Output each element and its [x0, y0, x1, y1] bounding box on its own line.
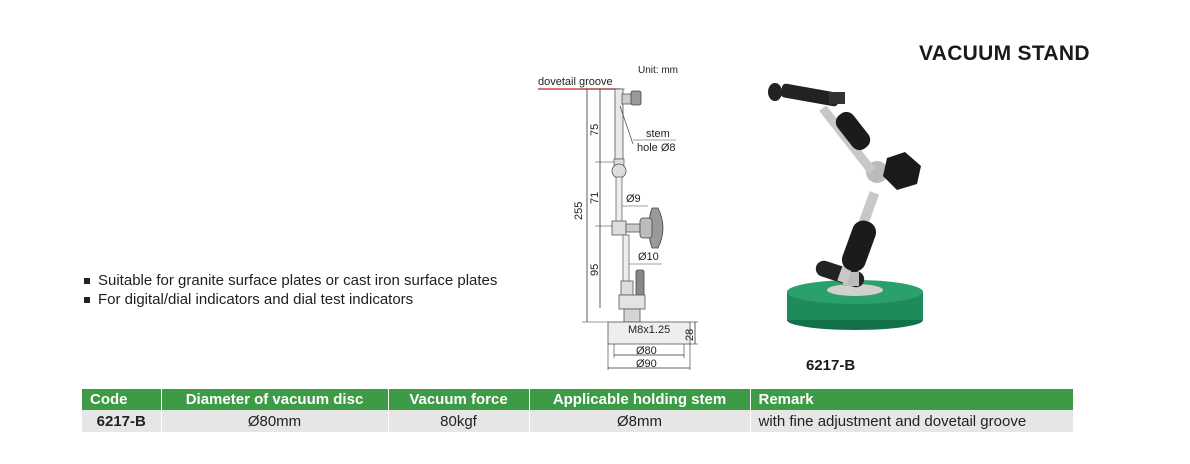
cell-stem: Ø8mm	[529, 410, 751, 432]
clamp-screw	[625, 223, 641, 233]
cell-code: 6217-B	[82, 410, 162, 432]
feature-list: Suitable for granite surface plates or c…	[82, 271, 497, 309]
dim-75: 75	[589, 124, 601, 136]
cell-diameter: Ø80mm	[161, 410, 389, 432]
feature-text: For digital/dial indicators and dial tes…	[98, 291, 414, 308]
stem-leader	[619, 105, 634, 145]
product-photo	[768, 83, 923, 330]
joint-ball	[611, 163, 627, 179]
page-title: VACUUM STAND	[919, 42, 1090, 65]
clamp-head	[829, 92, 845, 104]
dia10-label: Ø10	[638, 251, 659, 263]
dimension-drawing: Unit: mm dovetail groove 75 71 255 95 st…	[538, 65, 698, 370]
feature-item: Suitable for granite surface plates or c…	[82, 271, 497, 290]
header-stem: Applicable holding stem	[529, 389, 751, 410]
table-header-row: Code Diameter of vacuum disc Vacuum forc…	[82, 389, 1074, 410]
dim-28: 28	[684, 329, 696, 341]
lower-grip	[841, 220, 877, 272]
spec-table: Code Diameter of vacuum disc Vacuum forc…	[82, 389, 1074, 432]
upper-grip	[835, 111, 871, 151]
base-block	[618, 294, 646, 310]
center-clamp	[611, 220, 627, 236]
feature-item: For digital/dial indicators and dial tes…	[82, 290, 497, 309]
center-star-knob	[883, 152, 921, 190]
dia80-label: Ø80	[636, 345, 657, 357]
knob-hub	[639, 217, 653, 239]
dovetail-label: dovetail groove	[538, 76, 613, 88]
lower-joint	[620, 280, 634, 296]
bullet-icon	[84, 277, 90, 284]
feature-text: Suitable for granite surface plates or c…	[98, 272, 498, 289]
cell-force: 80kgf	[388, 410, 530, 432]
middle-rod	[615, 176, 623, 228]
dim-95: 95	[589, 264, 601, 276]
hole-label: hole Ø8	[637, 142, 676, 154]
fine-adjust-knob	[768, 83, 782, 101]
clamp-knob	[648, 207, 664, 249]
dovetail-clamp	[621, 93, 633, 105]
fine-adjust-knob	[630, 90, 642, 106]
dia90-label: Ø90	[636, 358, 657, 370]
dim-255: 255	[573, 202, 585, 220]
header-code: Code	[82, 389, 162, 410]
dia9-label: Ø9	[626, 193, 641, 205]
bullet-icon	[84, 296, 90, 303]
header-diameter: Diameter of vacuum disc	[161, 389, 389, 410]
table-row: 6217-B Ø80mm 80kgf Ø8mm with fine adjust…	[82, 410, 1074, 432]
product-caption: 6217-B	[806, 357, 856, 374]
stem-label: stem	[646, 128, 670, 140]
thread-label: M8x1.25	[628, 324, 670, 336]
header-force: Vacuum force	[388, 389, 530, 410]
vacuum-base	[607, 321, 691, 345]
cell-remark: with fine adjustment and dovetail groove	[750, 410, 1074, 432]
header-remark: Remark	[750, 389, 1074, 410]
unit-label: Unit: mm	[638, 65, 678, 76]
base-boss	[827, 284, 883, 296]
dim-71: 71	[589, 192, 601, 204]
base-stud	[623, 308, 641, 323]
top-clamp	[780, 83, 840, 107]
